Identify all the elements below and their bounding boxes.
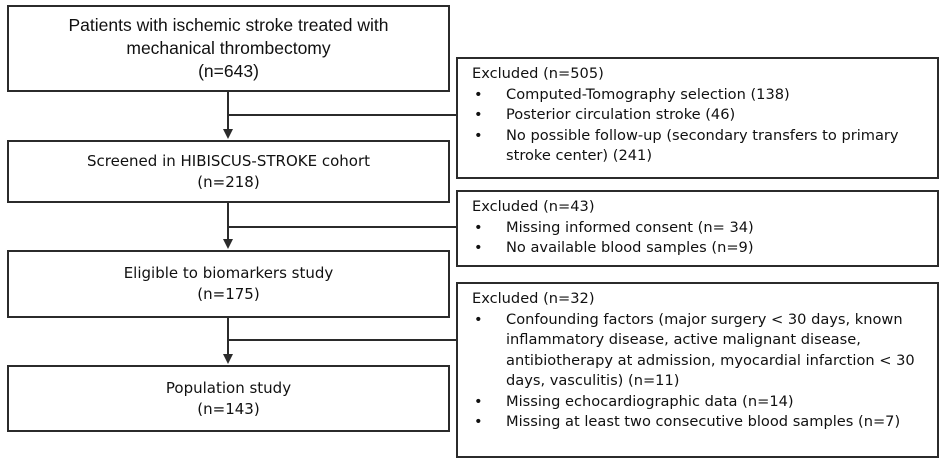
step-box-eligible: Eligible to biomarkers study (n=175) <box>7 250 450 318</box>
exclusion-box-2: Excluded (n=43) Missing informed consent… <box>456 190 939 267</box>
exclusion-box-3: Excluded (n=32) Confounding factors (maj… <box>456 282 939 458</box>
step-text-line: Population study <box>165 378 292 397</box>
exclusion-list: Confounding factors (major surgery < 30 … <box>472 310 929 433</box>
step-count: (n=175) <box>197 285 260 303</box>
exclusion-list: Missing informed consent (n= 34) No avai… <box>472 218 929 259</box>
step-text-line: Patients with ischemic stroke treated wi… <box>68 15 389 35</box>
exclusion-item: Computed-Tomography selection (138) <box>472 85 929 106</box>
step-text-line: mechanical thrombectomy <box>126 38 331 58</box>
exclusion-item: No possible follow-up (secondary transfe… <box>472 126 929 167</box>
step-count: (n=643) <box>198 61 259 81</box>
step-text-line: Screened in HIBISCUS-STROKE cohort <box>86 151 370 170</box>
exclusion-item: No available blood samples (n=9) <box>472 238 929 259</box>
exclusion-item: Missing informed consent (n= 34) <box>472 218 929 239</box>
exclusion-list: Computed-Tomography selection (138) Post… <box>472 85 929 167</box>
exclusion-item: Posterior circulation stroke (46) <box>472 105 929 126</box>
exclusion-item: Missing echocardiographic data (n=14) <box>472 392 929 413</box>
step-box-enrolled: Patients with ischemic stroke treated wi… <box>7 5 450 92</box>
step-count: (n=218) <box>197 172 260 191</box>
exclusion-item: Confounding factors (major surgery < 30 … <box>472 310 929 392</box>
step-text-line: Eligible to biomarkers study <box>123 264 334 282</box>
exclusion-title: Excluded (n=32) <box>472 290 595 307</box>
step-box-screened: Screened in HIBISCUS-STROKE cohort (n=21… <box>7 140 450 203</box>
step-box-population: Population study (n=143) <box>7 365 450 432</box>
exclusion-title: Excluded (n=505) <box>472 65 604 82</box>
exclusion-box-1: Excluded (n=505) Computed-Tomography sel… <box>456 57 939 179</box>
exclusion-item: Missing at least two consecutive blood s… <box>472 412 929 433</box>
exclusion-title: Excluded (n=43) <box>472 198 595 215</box>
step-count: (n=143) <box>197 399 260 418</box>
